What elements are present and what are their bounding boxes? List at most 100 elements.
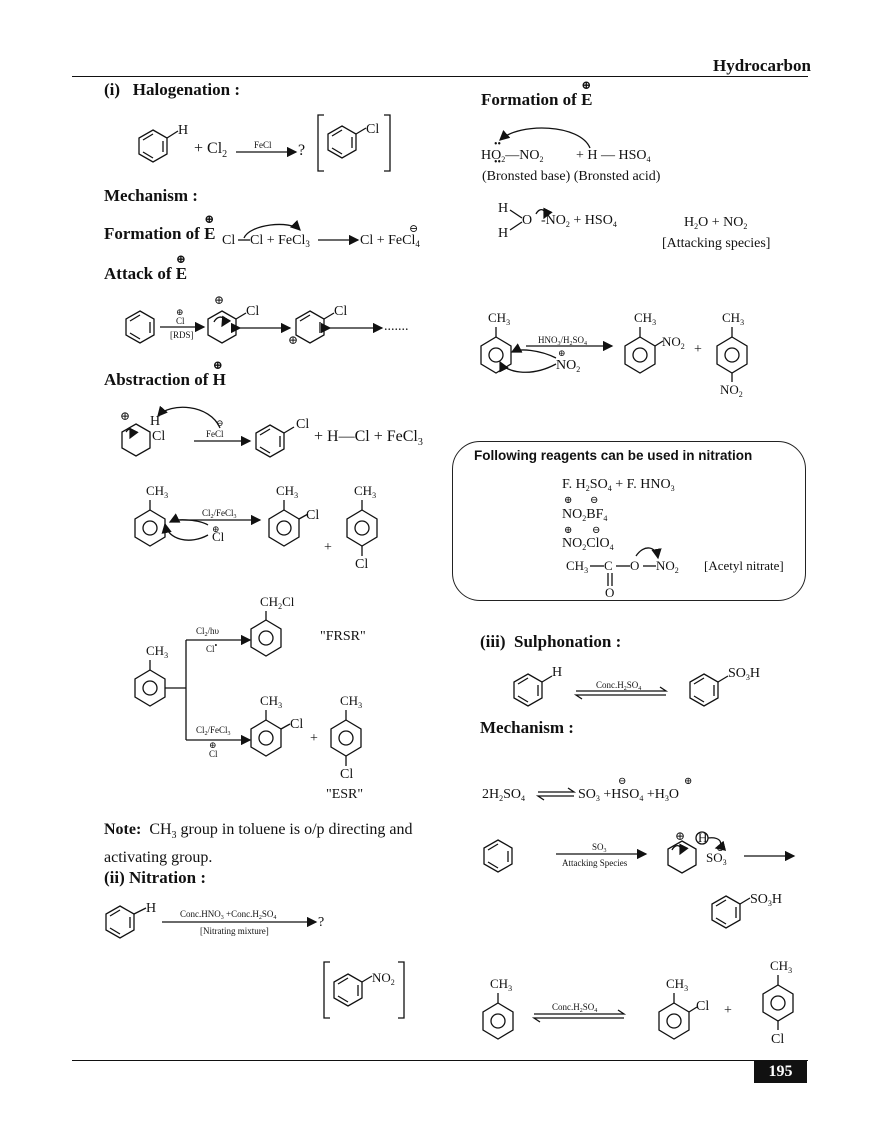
svg-text:(Bronsted base) (Bronsted acid: (Bronsted base) (Bronsted acid): [482, 169, 661, 184]
svg-text:⊕: ⊕: [564, 525, 572, 536]
svg-text:FeCl: FeCl: [206, 429, 224, 439]
svg-text:CH3: CH3: [722, 310, 744, 327]
svg-text:⊕: ⊕: [212, 524, 220, 534]
svg-text:CH3: CH3: [566, 558, 588, 575]
svg-text:H: H: [146, 901, 156, 916]
svg-text:+: +: [310, 731, 318, 746]
svg-text:⊕: ⊕: [558, 348, 566, 358]
svg-text:⊖: ⊖: [592, 525, 600, 536]
svg-text:"ESR": "ESR": [326, 787, 363, 802]
svg-text:CH3: CH3: [146, 483, 168, 500]
page-number: 195: [754, 1061, 807, 1083]
note-paragraph: Note: CH3 group in toluene is o/p direct…: [104, 821, 413, 867]
svg-text:Cl + FeCl4: Cl + FeCl4: [360, 233, 420, 249]
svg-text:⊕: ⊕: [684, 776, 692, 787]
svg-text:H: H: [552, 665, 562, 680]
svg-text:CH3: CH3: [770, 958, 792, 975]
svg-text:Cl•: Cl•: [206, 641, 218, 654]
svg-text:?: ?: [318, 915, 324, 930]
svg-text:Conc.H2SO4: Conc.H2SO4: [552, 1002, 597, 1014]
attack-of-e-label: Attack of ⊕E: [104, 252, 188, 283]
svg-text:⊕: ⊕: [120, 409, 130, 423]
running-header: Hydrocarbon: [713, 56, 811, 75]
svg-text:CH2Cl: CH2Cl: [260, 594, 295, 611]
svg-text:••: ••: [494, 157, 501, 168]
svg-text:Cl + FeCl3: Cl + FeCl3: [250, 233, 310, 249]
svg-text:CH3: CH3: [634, 310, 656, 327]
svg-text:+: +: [694, 342, 702, 357]
svg-text:[Attacking species]: [Attacking species]: [662, 236, 770, 251]
halogenation-heading: (i) Halogenation :: [104, 80, 240, 99]
footer-rule: [72, 1060, 808, 1061]
svg-text:Cl: Cl: [212, 529, 225, 544]
svg-text:CH3: CH3: [276, 483, 298, 500]
svg-text:H: H: [498, 201, 508, 216]
svg-text:[Nitrating mixture]: [Nitrating mixture]: [200, 926, 269, 936]
svg-text:+: +: [324, 540, 332, 555]
svg-text:Cl2/hυ: Cl2/hυ: [196, 626, 220, 638]
svg-text:⊕: ⊕: [288, 333, 298, 347]
svg-text:Conc.H2SO4: Conc.H2SO4: [596, 680, 641, 692]
svg-text:⊖: ⊖: [216, 418, 224, 428]
formation-of-e-label: Formation of ⊕E: [104, 212, 216, 243]
nitration-reagents-box: [452, 441, 806, 601]
nitration-heading: (ii) Nitration :: [104, 868, 206, 887]
svg-text:Cl: Cl: [296, 417, 309, 432]
chlorobenzene-ring-icon: [327, 125, 357, 159]
svg-text:Conc.HNO3 +Conc.H2SO4: Conc.HNO3 +Conc.H2SO4: [180, 909, 276, 921]
nitration-reagents-title: Following reagents can be used in nitrat…: [474, 448, 753, 463]
svg-text:H2O + NO2: H2O + NO2: [684, 215, 747, 231]
svg-text:+ H—Cl + FeCl3: + H—Cl + FeCl3: [314, 428, 423, 448]
svg-text:CH3: CH3: [490, 976, 512, 993]
svg-text:Cl: Cl: [366, 122, 379, 137]
svg-text:CH3: CH3: [488, 310, 510, 327]
svg-text:[Acetyl nitrate]: [Acetyl nitrate]: [704, 558, 784, 573]
svg-text:⊖: ⊖: [590, 495, 598, 506]
svg-text:.......: .......: [384, 319, 409, 334]
svg-text:SO3H: SO3H: [728, 666, 760, 682]
svg-text:⊕: ⊕: [675, 829, 685, 843]
svg-text:NO2: NO2: [720, 382, 743, 399]
svg-text:SO3 +HSO4 +H3O: SO3 +HSO4 +H3O: [578, 787, 679, 803]
svg-text:NO2BF4: NO2BF4: [562, 507, 607, 523]
svg-text:CH3: CH3: [340, 693, 362, 710]
svg-text:Cl: Cl: [152, 429, 165, 444]
svg-text:Cl: Cl: [334, 304, 347, 319]
svg-text:Cl: Cl: [696, 999, 709, 1014]
right-mechanism-heading: Mechanism :: [480, 718, 574, 737]
svg-text:O: O: [522, 213, 532, 228]
svg-text:C: C: [604, 558, 613, 573]
svg-text:-NO2 + HSO4: -NO2 + HSO4: [541, 213, 617, 229]
svg-text:Attacking Species: Attacking Species: [562, 858, 628, 868]
svg-text:"FRSR": "FRSR": [320, 629, 366, 644]
sulphonation-heading: (iii) Sulphonation :: [480, 632, 622, 651]
svg-text:CH3: CH3: [146, 643, 168, 660]
svg-text:SO3: SO3: [706, 850, 727, 867]
svg-text:Cl: Cl: [306, 508, 319, 523]
svg-text:⊕: ⊕: [209, 740, 217, 750]
svg-text:+: +: [724, 1003, 732, 1018]
svg-text:H: H: [698, 830, 707, 845]
right-formation-of-e-label: Formation of ⊕E: [481, 78, 593, 109]
svg-text:+ Cl2: + Cl2: [194, 140, 227, 160]
svg-text:H: H: [150, 414, 160, 429]
svg-text:⊖: ⊖: [409, 223, 418, 235]
svg-text:NO2: NO2: [662, 334, 685, 351]
svg-text:CH3: CH3: [354, 483, 376, 500]
svg-text:CH3: CH3: [666, 976, 688, 993]
svg-text:NO2: NO2: [372, 970, 395, 987]
svg-text:?: ?: [298, 142, 305, 159]
svg-text:2H2SO4: 2H2SO4: [482, 787, 525, 803]
svg-text:F. H2SO4 + F. HNO3: F. H2SO4 + F. HNO3: [562, 477, 675, 493]
benzene-ring-icon: [138, 129, 168, 163]
svg-text:CH3: CH3: [260, 693, 282, 710]
svg-text:Cl: Cl: [771, 1032, 784, 1047]
header-rule: [72, 76, 808, 77]
svg-text:⊖: ⊖: [618, 776, 626, 787]
svg-text:Cl2/FeCl3: Cl2/FeCl3: [202, 508, 237, 520]
svg-text:Cl: Cl: [340, 767, 353, 782]
svg-text:SO3H: SO3H: [750, 892, 782, 908]
svg-text:Cl2/FeCl3: Cl2/FeCl3: [196, 725, 231, 737]
svg-text:O: O: [605, 585, 614, 600]
